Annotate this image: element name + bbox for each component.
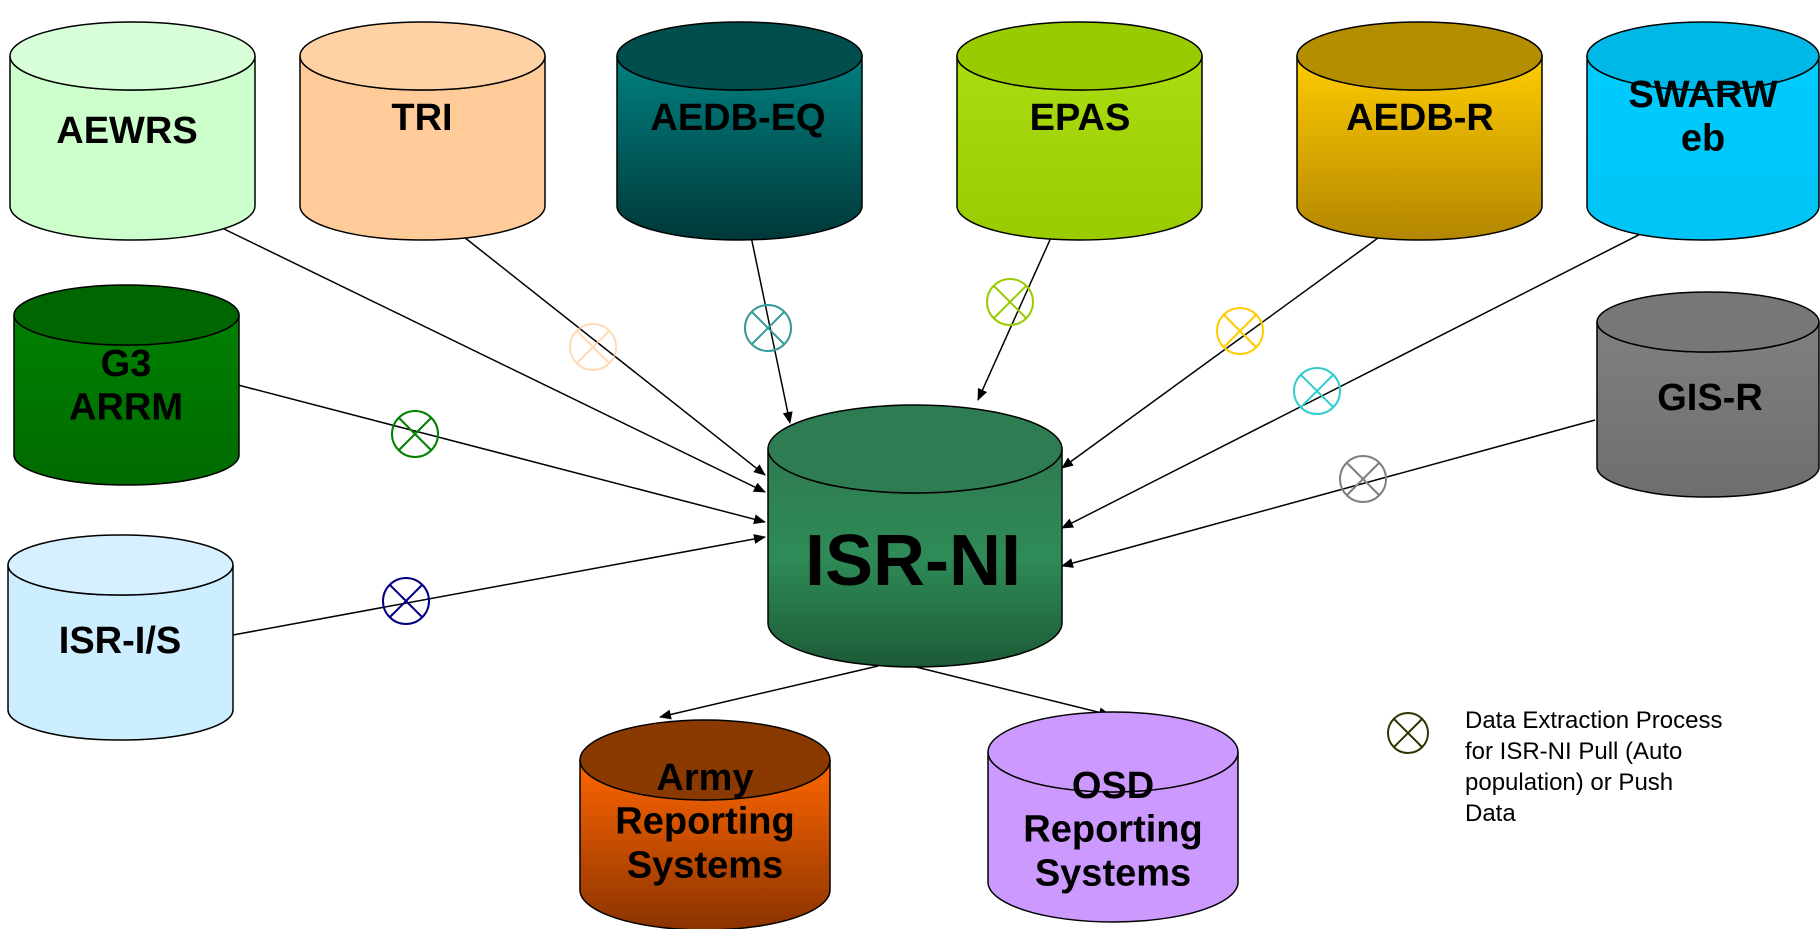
flow-arrows [149, 192, 1669, 720]
database-aedbeq: AEDB-EQ [616, 21, 863, 241]
node-label: AEDB-R [1346, 97, 1494, 139]
extraction-marker-g3arrm [391, 410, 439, 458]
extraction-marker-swarweb [1293, 367, 1341, 415]
database-isris: ISR-I/S [7, 534, 234, 741]
edge-isris-isrni [232, 534, 766, 636]
edge-swarweb-isrni [1061, 219, 1669, 529]
database-gisr: GIS-R [1596, 291, 1820, 498]
database-epas: EPAS [956, 21, 1203, 241]
node-label: ISR-NI [805, 521, 1021, 601]
database-aewrs: AEWRS [9, 21, 256, 241]
legend-marker-icon [1387, 712, 1429, 754]
legend-line-4: Data [1465, 800, 1516, 827]
node-label: EPAS [1030, 97, 1131, 139]
edge-isrni-osd [911, 665, 1111, 718]
cylinder-top [1596, 291, 1820, 353]
cylinder-top [299, 21, 546, 91]
cylinder-top [956, 21, 1203, 91]
extraction-marker-epas [986, 278, 1034, 326]
cylinder-top [616, 21, 863, 91]
edge-aedbr-isrni [1061, 221, 1401, 469]
legend-line-2: for ISR-NI Pull (Auto [1465, 738, 1683, 765]
node-label: TRI [391, 97, 452, 139]
edge-aedbeq-isrni [747, 221, 793, 424]
node-label: ISR-I/S [59, 620, 181, 662]
edge-tri-isrni [444, 221, 766, 476]
cylinder-top [579, 719, 831, 801]
cylinder-top [9, 21, 256, 91]
database-isrni: ISR-NI [767, 404, 1063, 668]
database-tri: TRI [299, 21, 546, 241]
legend-line-3: population) or Push [1465, 769, 1674, 796]
database-aedbr: AEDB-R [1296, 21, 1543, 241]
node-label: AEWRS [56, 110, 197, 152]
edge-isrni-army [659, 665, 879, 720]
extraction-marker-isris [382, 577, 430, 625]
cylinder-top [1586, 21, 1820, 91]
cylinder-top [1296, 21, 1543, 91]
cylinder-top [7, 534, 234, 596]
cylinder-top [987, 711, 1239, 793]
extraction-marker-tri [569, 323, 617, 371]
extraction-marker-aedbr [1216, 307, 1264, 355]
node-label: GIS-R [1657, 377, 1763, 419]
cylinder-top [767, 404, 1063, 494]
extraction-marker-gisr [1339, 455, 1387, 503]
edge-aewrs-isrni [149, 192, 766, 493]
legend-description: Data Extraction Process for ISR-NI Pull … [1465, 705, 1805, 829]
extraction-marker-aedbeq [744, 304, 792, 352]
extraction-markers [382, 278, 1429, 754]
cylinder-top [13, 284, 240, 346]
legend-line-1: Data Extraction Process [1465, 707, 1723, 734]
edge-g3arrm-isrni [237, 384, 766, 525]
edge-gisr-isrni [1061, 419, 1596, 568]
node-label: AEDB-EQ [650, 97, 825, 139]
